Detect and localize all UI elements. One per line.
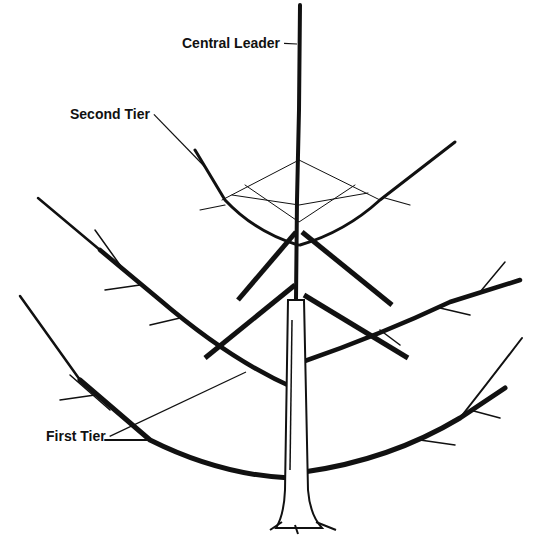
twig <box>60 395 95 400</box>
twig <box>440 308 470 315</box>
leader-line <box>110 372 246 436</box>
spreaders <box>205 232 408 358</box>
central-leader <box>296 5 300 300</box>
leader-tip <box>299 5 300 60</box>
leader-line <box>154 114 206 168</box>
part-label: Central Leader <box>182 35 280 52</box>
twig <box>480 262 505 292</box>
tie-cords <box>222 160 380 222</box>
leader-line <box>284 43 297 45</box>
trunk <box>276 300 322 528</box>
limb <box>302 280 520 362</box>
part-label: Second Tier <box>70 106 150 123</box>
limb-tip <box>38 198 100 250</box>
twig <box>105 439 150 441</box>
twig <box>70 375 110 410</box>
twig <box>470 410 500 418</box>
part-label: First Tier <box>46 428 106 445</box>
twig <box>385 198 410 205</box>
limb-tip <box>20 296 80 380</box>
second-tier-limb <box>300 142 455 245</box>
twig <box>200 205 225 210</box>
twig <box>420 440 455 445</box>
twig <box>460 338 522 418</box>
roots <box>270 522 336 534</box>
bark-line <box>290 320 292 470</box>
twig <box>105 285 140 290</box>
twig <box>150 318 180 325</box>
twig <box>95 230 120 265</box>
limb <box>80 380 290 478</box>
